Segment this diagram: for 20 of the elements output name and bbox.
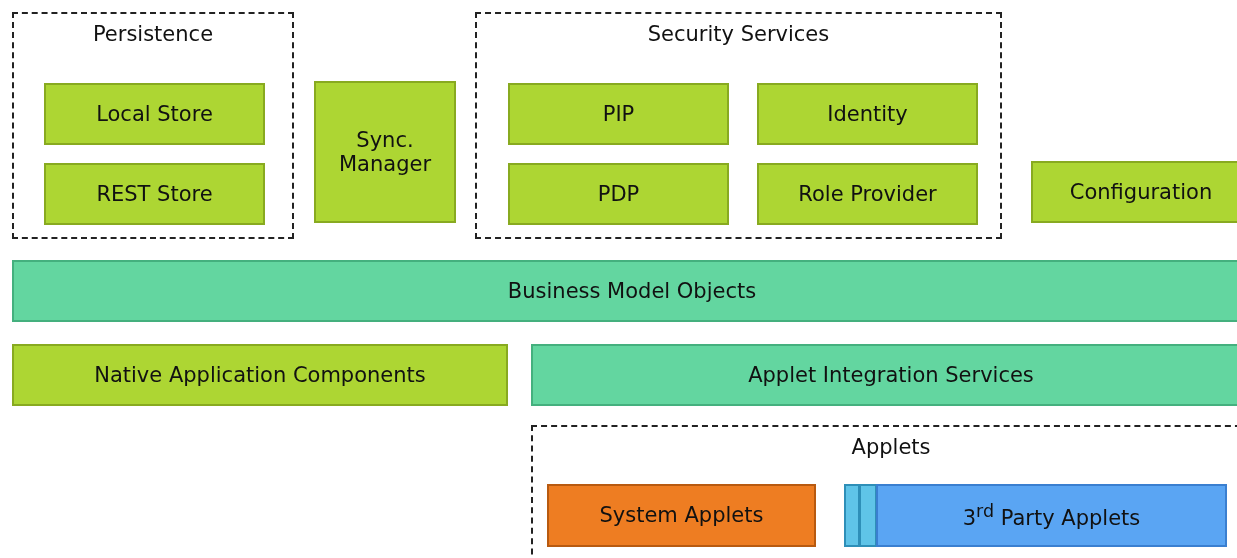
group-frame: [475, 12, 1002, 239]
component-box: Local Store: [44, 83, 265, 145]
component-box: Role Provider: [757, 163, 978, 225]
stacked-card: [844, 484, 860, 547]
component-box: System Applets: [547, 484, 816, 547]
component-box: Sync. Manager: [314, 81, 456, 223]
component-box: Native Application Components: [12, 344, 508, 406]
stacked-card: [859, 484, 877, 547]
group-title: Persistence: [92, 22, 214, 47]
component-box: 3$^{rd}$ Party Applets: [876, 484, 1227, 547]
group-title: Security Services: [647, 22, 830, 47]
component-box: Identity: [757, 83, 978, 145]
component-box: Configuration: [1031, 161, 1237, 223]
component-box: REST Store: [44, 163, 265, 225]
group-frame: [12, 12, 294, 239]
layer-bar: Business Model Objects: [12, 260, 1237, 322]
group-title: Applets: [851, 435, 931, 460]
layer-bar: Applet Integration Services: [531, 344, 1237, 406]
component-box: PIP: [508, 83, 729, 145]
component-box: PDP: [508, 163, 729, 225]
